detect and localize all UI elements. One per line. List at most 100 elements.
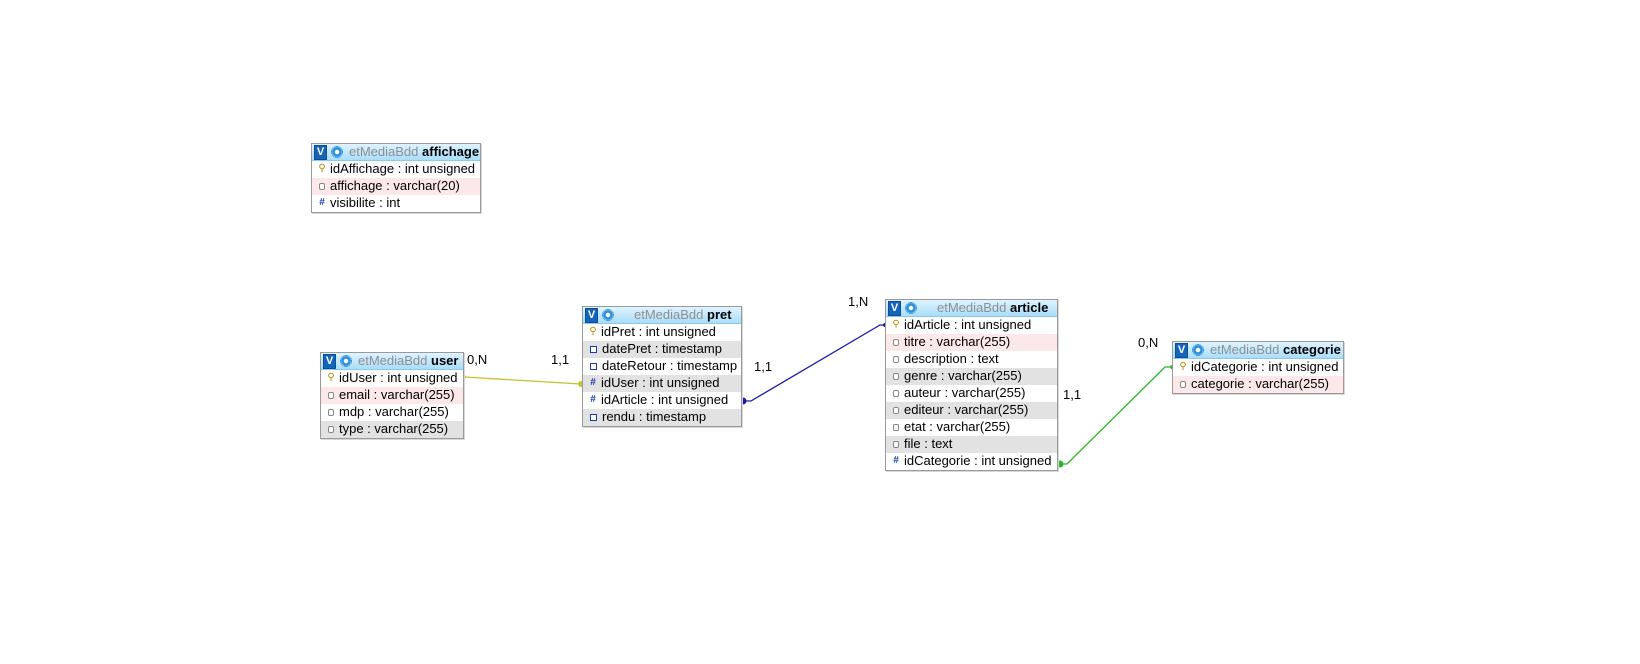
varchar-icon xyxy=(1180,381,1186,388)
table-name: affichage xyxy=(422,144,480,159)
toggle-columns-button[interactable]: V xyxy=(888,301,901,316)
varchar-icon xyxy=(893,373,899,380)
column-row[interactable]: ⚲ idUser : int unsigned xyxy=(321,370,463,387)
column-label: email : varchar(255) xyxy=(339,387,455,402)
column-row[interactable]: ⚲idCategorie : int unsigned xyxy=(1173,359,1343,376)
column-label: idUser : int unsigned xyxy=(601,375,720,390)
column-label: idCategorie : int unsigned xyxy=(904,453,1052,468)
database-name: etMediaBdd xyxy=(634,307,704,322)
cardinality-article-categorie-side: 1,1 xyxy=(1063,387,1082,402)
toggle-columns-button[interactable]: V xyxy=(314,145,327,160)
column-row[interactable]: dateRetour : timestamp xyxy=(583,358,741,375)
cardinality-pret-user-side: 1,1 xyxy=(551,352,570,367)
date-icon xyxy=(590,363,597,370)
relation-article-categorie-end-marker xyxy=(1056,460,1064,468)
column-label: description : text xyxy=(904,351,999,366)
key-icon: ⚲ xyxy=(327,372,335,383)
gear-icon[interactable] xyxy=(340,355,352,367)
gear-icon[interactable] xyxy=(331,146,343,158)
column-row[interactable]: # idUser : int unsigned xyxy=(583,375,741,392)
varchar-icon xyxy=(328,426,334,433)
varchar-icon xyxy=(328,392,334,399)
column-row[interactable]: mdp : varchar(255) xyxy=(321,404,463,421)
column-row[interactable]: etat : varchar(255) xyxy=(886,419,1057,436)
varchar-icon xyxy=(893,356,899,363)
key-icon: ⚲ xyxy=(589,326,597,337)
column-label: file : text xyxy=(904,436,953,451)
column-label: type : varchar(255) xyxy=(339,421,449,436)
column-row[interactable]: titre : varchar(255) xyxy=(886,334,1057,351)
gear-icon[interactable] xyxy=(905,302,917,314)
column-row[interactable]: #idArticle : int unsigned xyxy=(583,392,741,409)
database-name: etMediaBdd xyxy=(1210,342,1280,357)
column-row[interactable]: categorie : varchar(255) xyxy=(1173,376,1343,393)
column-row[interactable]: auteur : varchar(255) xyxy=(886,385,1057,402)
column-row[interactable]: affichage : varchar(20) xyxy=(312,178,480,195)
column-label: titre : varchar(255) xyxy=(904,334,1011,349)
column-label: genre : varchar(255) xyxy=(904,368,1022,383)
table-name: article xyxy=(1010,300,1049,315)
column-row[interactable]: rendu : timestamp xyxy=(583,409,741,426)
key-icon: ⚲ xyxy=(318,163,326,174)
column-label: rendu : timestamp xyxy=(602,409,707,424)
column-row[interactable]: file : text xyxy=(886,436,1057,453)
column-row[interactable]: editeur : varchar(255) xyxy=(886,402,1057,419)
column-label: idUser : int unsigned xyxy=(339,370,458,385)
gear-icon[interactable] xyxy=(602,309,614,321)
column-row[interactable]: genre : varchar(255) xyxy=(886,368,1057,385)
relation-user-pret[interactable] xyxy=(463,376,582,385)
column-label: etat : varchar(255) xyxy=(904,419,1011,434)
varchar-icon xyxy=(893,407,899,414)
column-row[interactable]: datePret : timestamp xyxy=(583,341,741,358)
number-icon: # xyxy=(590,394,596,405)
column-label: dateRetour : timestamp xyxy=(602,358,738,373)
varchar-icon xyxy=(893,424,899,431)
column-label: datePret : timestamp xyxy=(602,341,722,356)
relation-article-categorie[interactable] xyxy=(1058,366,1172,465)
number-icon: # xyxy=(319,197,325,208)
toggle-columns-button[interactable]: V xyxy=(323,354,336,369)
toggle-columns-button[interactable]: V xyxy=(585,308,598,323)
column-label: idArticle : int unsigned xyxy=(904,317,1032,332)
column-label: idAffichage : int unsigned xyxy=(330,161,476,176)
table-name: categorie xyxy=(1283,342,1341,357)
column-label: auteur : varchar(255) xyxy=(904,385,1026,400)
database-name: etMediaBdd xyxy=(349,144,419,159)
key-icon: ⚲ xyxy=(892,319,900,330)
column-row[interactable]: type : varchar(255) xyxy=(321,421,463,438)
column-label: idPret : int unsigned xyxy=(601,324,716,339)
database-name: etMediaBdd xyxy=(937,300,1007,315)
cardinality-categorie-side: 0,N xyxy=(1138,335,1159,350)
column-row[interactable]: description : text xyxy=(886,351,1057,368)
cardinality-article-pret-side: 1,N xyxy=(848,294,869,309)
column-row[interactable]: ⚲ idAffichage : int unsigned xyxy=(312,161,480,178)
number-icon: # xyxy=(893,455,899,466)
gear-icon[interactable] xyxy=(1192,344,1204,356)
column-row[interactable]: ⚲ idPret : int unsigned xyxy=(583,324,741,341)
number-icon: # xyxy=(590,377,596,388)
column-row[interactable]: # visibilite : int xyxy=(312,195,480,212)
column-label: affichage : varchar(20) xyxy=(330,178,460,193)
column-row[interactable]: email : varchar(255) xyxy=(321,387,463,404)
varchar-icon xyxy=(328,409,334,416)
column-label: editeur : varchar(255) xyxy=(904,402,1029,417)
column-label: mdp : varchar(255) xyxy=(339,404,449,419)
column-row[interactable]: ⚲ idArticle : int unsigned xyxy=(886,317,1057,334)
column-label: categorie : varchar(255) xyxy=(1191,376,1330,391)
column-label: visibilite : int xyxy=(330,195,401,210)
column-row[interactable]: # idCategorie : int unsigned xyxy=(886,453,1057,470)
date-icon xyxy=(590,414,597,421)
toggle-columns-button[interactable]: V xyxy=(1175,343,1188,358)
